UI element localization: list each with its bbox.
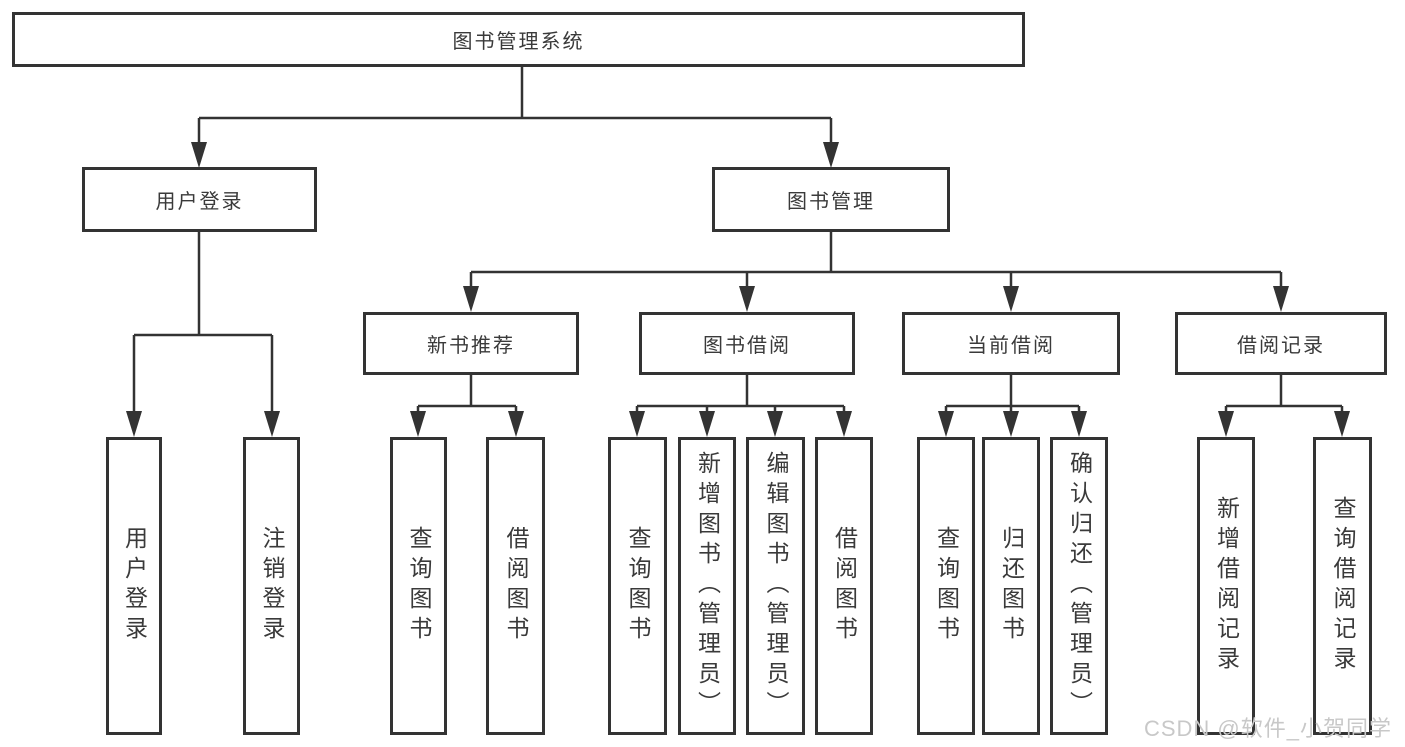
node-user-login-label: 用户登录 bbox=[155, 191, 244, 213]
leaf-user-login: 用户登录 bbox=[106, 437, 162, 735]
node-new-book-recommend-label: 新书推荐 bbox=[427, 335, 515, 357]
leaf-borrow-edit-books-admin: 编辑图书（管理员） bbox=[746, 437, 805, 735]
node-root-label: 图书管理系统 bbox=[452, 31, 585, 53]
leaf-records-query-record-label: 查询借阅记录 bbox=[1330, 496, 1356, 676]
leaf-borrow-query-books-label: 查询图书 bbox=[625, 526, 651, 646]
csdn-watermark: CSDN @软件_小贺同学 bbox=[1143, 716, 1392, 741]
leaf-records-add-record-label: 新增借阅记录 bbox=[1213, 496, 1240, 676]
leaf-newbook-borrow-books-label: 借阅图书 bbox=[503, 526, 529, 646]
leaf-current-return-books: 归还图书 bbox=[982, 437, 1040, 735]
node-new-book-recommend: 新书推荐 bbox=[363, 312, 579, 375]
node-current-borrow-label: 当前借阅 bbox=[967, 335, 1055, 357]
leaf-current-query-books-label: 查询图书 bbox=[933, 526, 960, 646]
leaf-current-return-books-label: 归还图书 bbox=[998, 526, 1025, 646]
leaf-records-add-record: 新增借阅记录 bbox=[1197, 437, 1255, 735]
node-borrow-records: 借阅记录 bbox=[1175, 312, 1387, 375]
leaf-logout-label: 注销登录 bbox=[259, 526, 285, 646]
leaf-current-confirm-return-admin: 确认归还（管理员） bbox=[1050, 437, 1108, 735]
leaf-borrow-edit-books-admin-label: 编辑图书（管理员） bbox=[763, 451, 789, 721]
node-book-borrow: 图书借阅 bbox=[639, 312, 855, 375]
node-book-management-label: 图书管理 bbox=[787, 191, 875, 213]
leaf-borrow-query-books: 查询图书 bbox=[608, 437, 667, 735]
node-borrow-records-label: 借阅记录 bbox=[1237, 335, 1325, 357]
leaf-borrow-borrow-books-label: 借阅图书 bbox=[831, 526, 858, 646]
leaf-current-query-books: 查询图书 bbox=[917, 437, 975, 735]
node-book-borrow-label: 图书借阅 bbox=[703, 335, 791, 357]
leaf-records-query-record: 查询借阅记录 bbox=[1313, 437, 1372, 735]
node-root: 图书管理系统 bbox=[12, 12, 1025, 67]
leaf-newbook-borrow-books: 借阅图书 bbox=[486, 437, 545, 735]
leaf-logout: 注销登录 bbox=[243, 437, 300, 735]
leaf-borrow-add-books-admin: 新增图书（管理员） bbox=[678, 437, 736, 735]
leaf-newbook-query-books: 查询图书 bbox=[390, 437, 447, 735]
node-book-management: 图书管理 bbox=[712, 167, 950, 232]
leaf-borrow-borrow-books: 借阅图书 bbox=[815, 437, 873, 735]
leaf-current-confirm-return-admin-label: 确认归还（管理员） bbox=[1066, 451, 1093, 721]
node-current-borrow: 当前借阅 bbox=[902, 312, 1120, 375]
node-user-login: 用户登录 bbox=[82, 167, 317, 232]
leaf-newbook-query-books-label: 查询图书 bbox=[406, 526, 432, 646]
leaf-borrow-add-books-admin-label: 新增图书（管理员） bbox=[694, 451, 721, 721]
leaf-user-login-label: 用户登录 bbox=[121, 526, 148, 646]
